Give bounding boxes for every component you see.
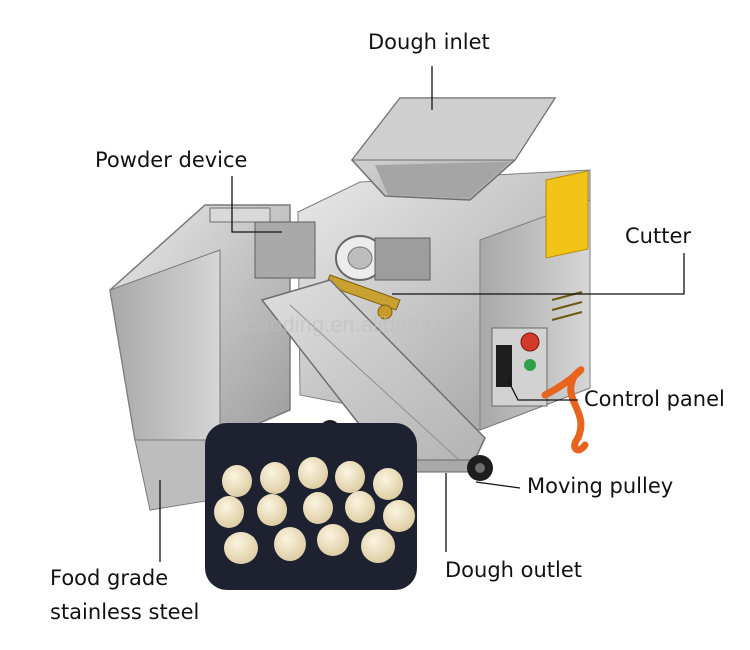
hose [541, 366, 589, 454]
watermark: jztaoding.en.alibaba.com [236, 312, 480, 337]
warning-sticker [545, 170, 589, 259]
label-dough-inlet: Dough inlet [368, 30, 490, 54]
dough-balls [214, 457, 415, 564]
label-food-grade: Food grade [50, 566, 169, 590]
label-powder-device: Powder device [95, 148, 248, 172]
label-control-panel: Control panel [584, 387, 725, 411]
label-dough-outlet: Dough outlet [445, 558, 583, 582]
label-moving-pulley: Moving pulley [527, 474, 674, 498]
label-cutter: Cutter [625, 224, 691, 248]
leader-lines [159, 66, 685, 562]
label-stainless-steel: stainless steel [50, 600, 200, 624]
